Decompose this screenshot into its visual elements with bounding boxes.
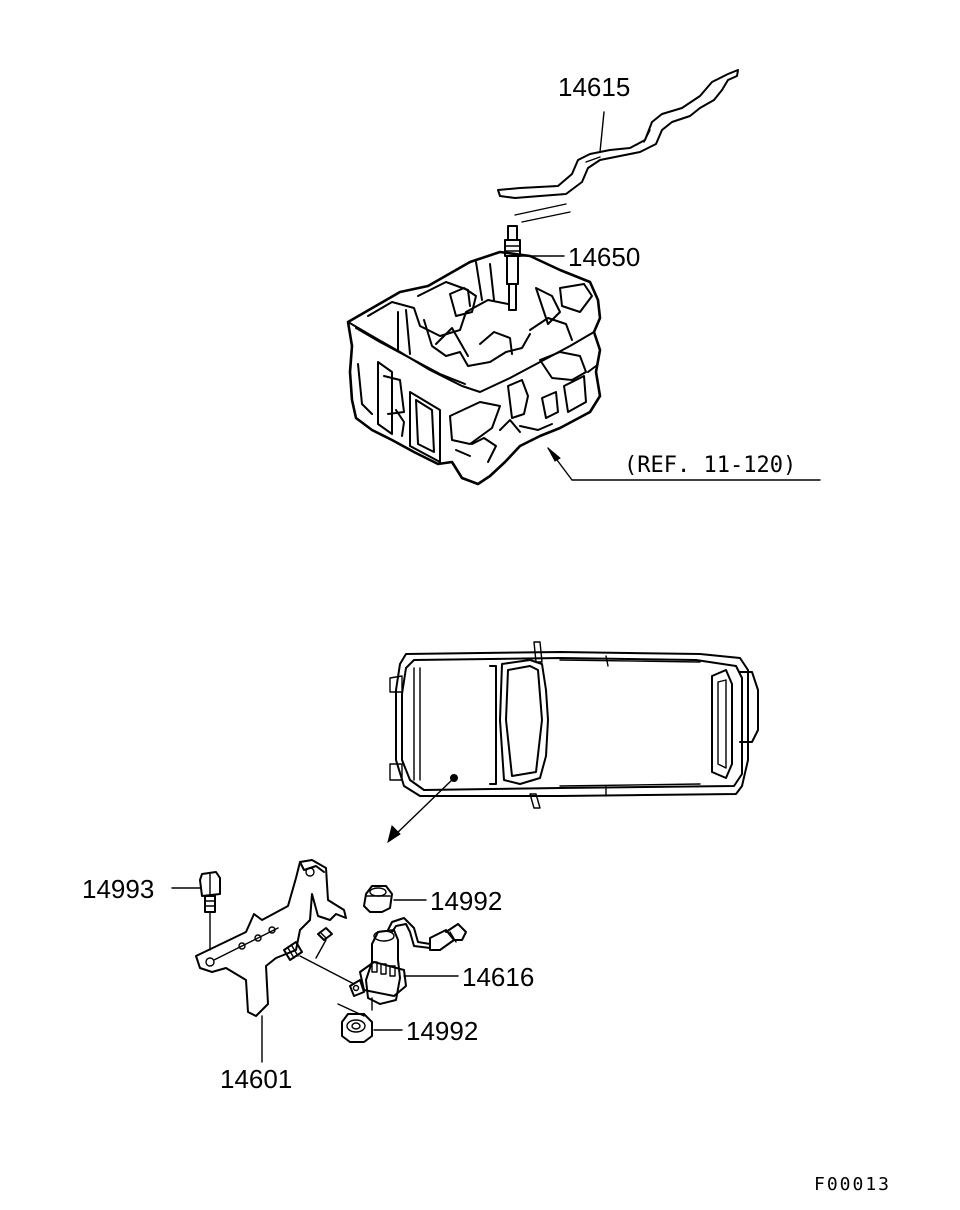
gasket-illustration [497, 69, 739, 199]
location-arrow-line [393, 777, 455, 837]
relay-illustration [337, 917, 467, 1017]
bracket-part-number: 14601 [220, 1064, 292, 1094]
bracket-illustration [195, 859, 347, 1017]
bolt-illustration [199, 871, 221, 951]
vehicle-top-view [389, 641, 759, 809]
gasket-leader [599, 111, 605, 153]
location-arrow-icon [387, 825, 401, 844]
nut-lower-illustration [341, 1013, 373, 1043]
nut-upper-illustration [363, 885, 393, 913]
nut-upper-part-number: 14992 [430, 886, 502, 916]
cylinder-head-illustration [346, 203, 602, 486]
reference-note: (REF. 11-120) [624, 453, 796, 478]
glow-plug-illustration [504, 225, 521, 311]
reference-arrow-icon [547, 447, 561, 462]
nut-lower-part-number: 14992 [406, 1016, 478, 1046]
stud-illustration [283, 927, 355, 985]
figure-code: F00013 [814, 1174, 891, 1195]
relay-part-number: 14616 [462, 962, 534, 992]
gasket-part-number: 14615 [558, 72, 630, 102]
bolt-part-number: 14993 [82, 874, 154, 904]
glow-plug-part-number: 14650 [568, 242, 640, 272]
